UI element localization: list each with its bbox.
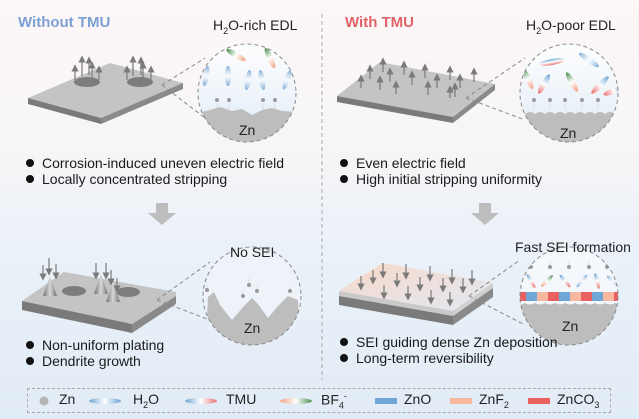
plating-arrows	[357, 263, 476, 307]
bullet-item: SEI guiding dense Zn deposition	[340, 332, 558, 352]
legend-znf2-icon	[450, 398, 472, 404]
process-arrow-right	[471, 203, 499, 225]
bullet-item: Locally concentrated stripping	[26, 169, 227, 189]
zn-label: Zn	[239, 122, 256, 138]
zn-plate-right-bottom	[339, 263, 493, 325]
panel-title-with-tmu: With TMU	[345, 14, 415, 31]
zn-label: Zn	[560, 125, 577, 141]
zn-plate-left-top	[28, 55, 183, 124]
legend-label-zn: Zn	[59, 391, 76, 407]
bullet-item: Even electric field	[340, 153, 466, 173]
sei-zoom-left	[203, 247, 301, 345]
zoom-circle	[197, 43, 297, 143]
panel-title-without-tmu: Without TMU	[18, 14, 111, 31]
corrosion-pit	[74, 77, 100, 87]
edl-label-left: H2O-rich EDL	[213, 17, 298, 36]
dendrite	[106, 282, 120, 302]
corrosion-pit	[62, 286, 86, 296]
zoom-circle	[519, 246, 619, 346]
zn-ions	[532, 98, 600, 109]
process-arrow-left	[148, 203, 176, 225]
legend-label-bf4: BF4-	[321, 391, 347, 411]
zoom-circle	[519, 43, 619, 143]
stripping-arrows	[71, 55, 155, 80]
legend-h2o-icon	[89, 398, 121, 404]
legend-label-znf2: ZnF2	[479, 391, 509, 410]
dendrite	[94, 274, 108, 294]
legend-label-h2o: H2O	[133, 391, 160, 410]
zoom-circle	[202, 246, 302, 346]
legend-tmu-icon	[185, 398, 217, 404]
legend-zn-icon	[39, 396, 49, 406]
zn-label: Zn	[562, 318, 579, 334]
sei-zoom-right	[520, 247, 618, 345]
legend-zno-icon	[375, 398, 397, 404]
legend-znco3-icon	[528, 398, 550, 404]
legend	[27, 388, 611, 413]
bullet-item: Non-uniform plating	[26, 335, 164, 355]
no-sei-label: No SEI	[230, 244, 275, 260]
legend-bf4-icon	[280, 398, 312, 404]
zn-plate-right-top	[337, 57, 495, 123]
zn-ions	[215, 98, 277, 110]
zn-ions	[205, 275, 292, 298]
legend-label-tmu: TMU	[226, 391, 257, 407]
legend-label-znco3: ZnCO3	[557, 391, 600, 410]
dendrite	[43, 276, 57, 296]
bullet-item: Long-term reversibility	[340, 348, 494, 368]
corrosion-pit	[116, 287, 140, 297]
plating-arrows	[39, 258, 121, 293]
zn-plate-left-bottom	[22, 258, 176, 333]
uniform-arrows	[357, 57, 478, 98]
edl-label-right: H2O-poor EDL	[526, 17, 616, 36]
fast-sei-label: Fast SEI formation	[515, 239, 631, 255]
bullet-item: Corrosion-induced uneven electric field	[26, 153, 284, 173]
legend-label-zno: ZnO	[404, 391, 432, 407]
bullet-item: Dendrite growth	[26, 351, 141, 371]
corrosion-pit	[127, 77, 153, 87]
sei-layer	[520, 292, 618, 301]
zn-label: Zn	[244, 320, 261, 336]
bullet-item: High initial stripping uniformity	[340, 169, 542, 189]
